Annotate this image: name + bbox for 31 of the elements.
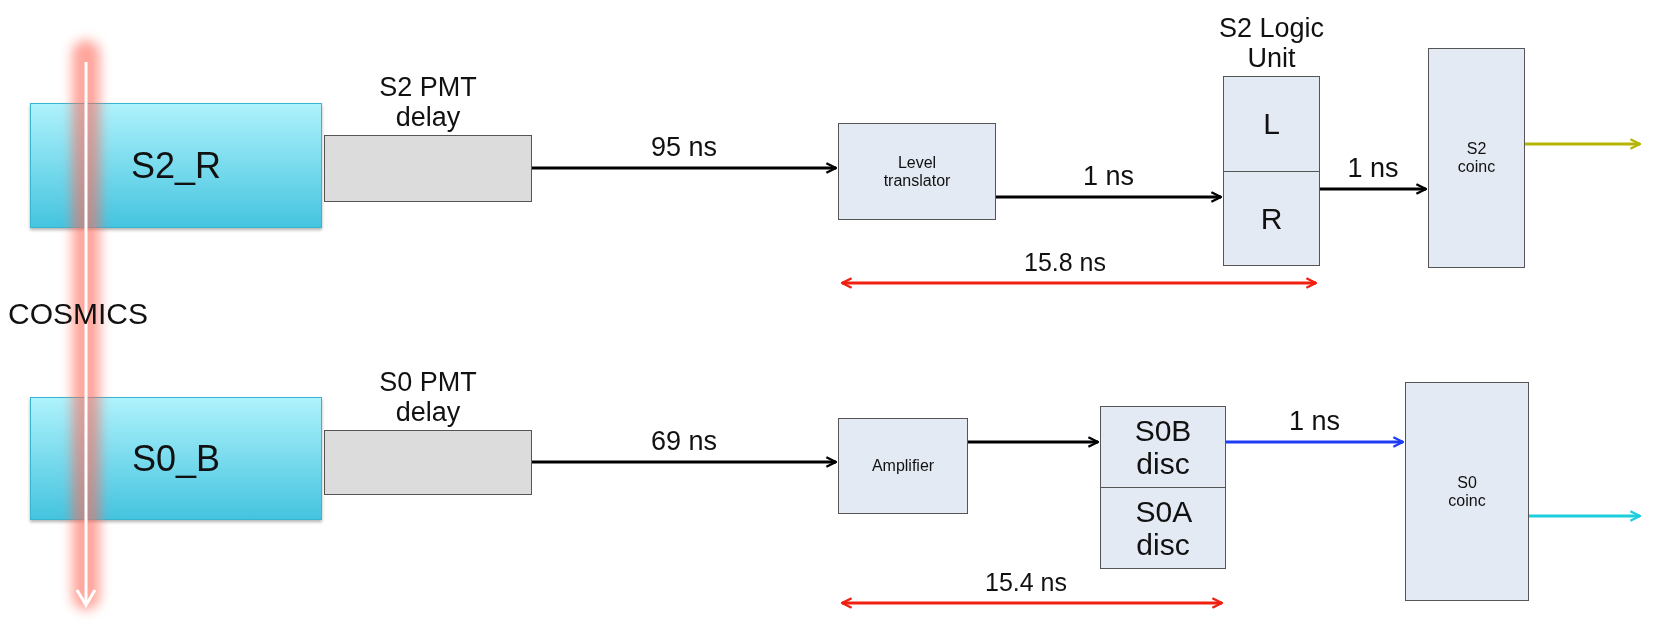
arrow (532, 456, 838, 468)
module-label: R (1260, 201, 1283, 235)
arrow (968, 436, 1100, 448)
module-label: S2 coinc (1457, 140, 1496, 176)
module-label: S2_R (130, 145, 222, 186)
module-box (1428, 48, 1525, 268)
module-label: S0 coinc (1448, 473, 1486, 510)
dimension-label: 15.4 ns (985, 568, 1067, 597)
scintillator-bar (30, 103, 322, 228)
module-box (838, 418, 968, 514)
arrow (996, 191, 1223, 203)
dimension-label: 15.8 ns (1024, 248, 1106, 277)
arrow (1226, 436, 1405, 448)
arrow (1320, 183, 1428, 195)
arrow (1525, 138, 1642, 150)
module-label: Amplifier (871, 457, 935, 475)
module-box (1100, 406, 1226, 569)
module-label: S0B disc (1134, 414, 1192, 480)
arrow (532, 162, 838, 174)
module-label: Level translator (883, 153, 951, 190)
module-heading: S0 PMT delay (378, 366, 478, 427)
module-box (1405, 382, 1529, 601)
direction-label: COSMICS (8, 297, 148, 331)
module-box (838, 123, 996, 220)
module-heading: S2 Logic Unit (1217, 12, 1326, 73)
module-heading: S2 PMT delay (378, 71, 478, 132)
arrow (1529, 510, 1642, 522)
module-label: L (1263, 107, 1280, 141)
module-label: S0A disc (1135, 495, 1191, 561)
module-label: S0_B (131, 438, 221, 479)
scintillator-bar (30, 397, 322, 520)
